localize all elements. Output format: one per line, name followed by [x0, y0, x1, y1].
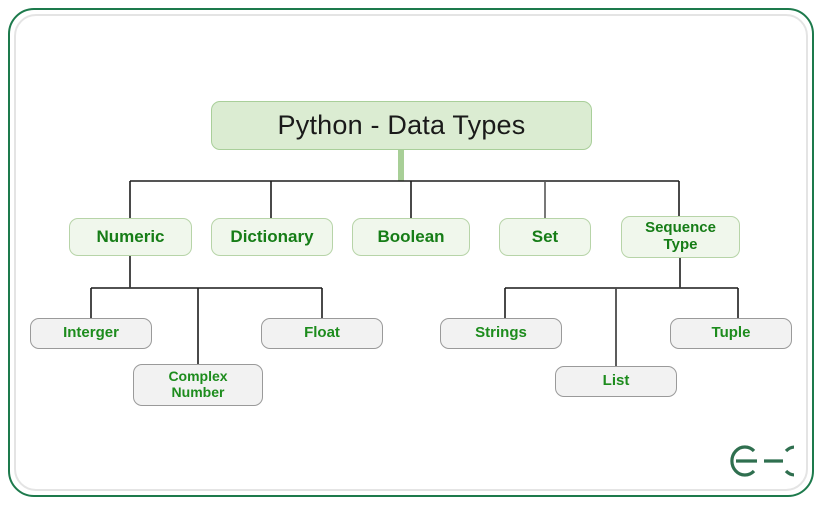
- node-strings[interactable]: Strings: [440, 318, 562, 349]
- node-dictionary[interactable]: Dictionary: [211, 218, 333, 256]
- node-list[interactable]: List: [555, 366, 677, 397]
- geeksforgeeks-logo-icon: [730, 445, 794, 477]
- node-boolean[interactable]: Boolean: [352, 218, 470, 256]
- node-set[interactable]: Set: [499, 218, 591, 256]
- node-root-python-data-types[interactable]: Python - Data Types: [211, 101, 592, 150]
- node-float[interactable]: Float: [261, 318, 383, 349]
- node-tuple[interactable]: Tuple: [670, 318, 792, 349]
- node-interger[interactable]: Interger: [30, 318, 152, 349]
- node-sequence-type[interactable]: Sequence Type: [621, 216, 740, 258]
- node-numeric[interactable]: Numeric: [69, 218, 192, 256]
- node-complex-number[interactable]: Complex Number: [133, 364, 263, 406]
